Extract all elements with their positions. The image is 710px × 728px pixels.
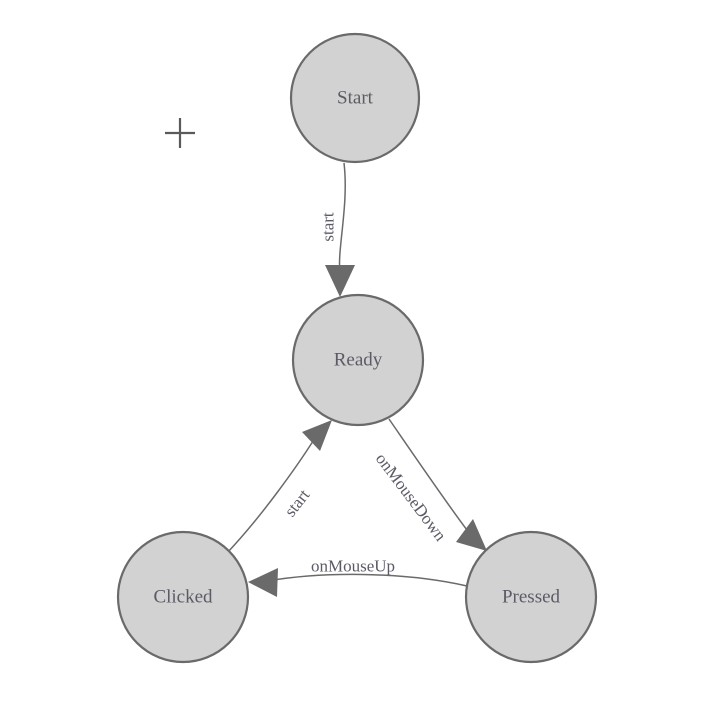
arrowhead-clicked-to-ready bbox=[302, 420, 332, 451]
node-circle-clicked[interactable] bbox=[116, 530, 250, 664]
edge-label-ready-to-pressed: onMouseDown bbox=[372, 449, 451, 545]
node-circle-ready[interactable] bbox=[291, 293, 425, 427]
edge-path-ready-to-pressed[interactable] bbox=[388, 418, 471, 535]
edge-label-start-to-ready: start bbox=[319, 212, 338, 242]
arrowhead-pressed-to-clicked bbox=[248, 568, 278, 597]
edge-pressed-to-clicked[interactable]: onMouseUp bbox=[248, 557, 468, 598]
node-circle-start[interactable] bbox=[289, 32, 421, 164]
arrowhead-start-to-ready bbox=[325, 265, 355, 297]
edge-start-to-ready[interactable]: start bbox=[319, 162, 356, 297]
node-ready[interactable]: Ready bbox=[291, 293, 425, 427]
edge-ready-to-pressed[interactable]: onMouseDown bbox=[372, 418, 487, 551]
node-clicked[interactable]: Clicked bbox=[116, 530, 250, 664]
edge-path-pressed-to-clicked[interactable] bbox=[267, 573, 468, 587]
node-start[interactable]: Start bbox=[289, 32, 421, 164]
node-label-clicked: Clicked bbox=[153, 587, 213, 608]
edge-label-clicked-to-ready: start bbox=[281, 485, 314, 520]
node-label-ready: Ready bbox=[334, 350, 383, 371]
edge-clicked-to-ready[interactable]: start bbox=[226, 420, 332, 554]
edge-path-start-to-ready[interactable] bbox=[338, 162, 346, 273]
arrowhead-ready-to-pressed bbox=[456, 519, 487, 551]
edge-path-clicked-to-ready[interactable] bbox=[226, 437, 316, 554]
node-pressed[interactable]: Pressed bbox=[464, 530, 598, 664]
node-label-pressed: Pressed bbox=[502, 587, 561, 608]
plus-marker[interactable] bbox=[165, 118, 195, 148]
edge-label-pressed-to-clicked: onMouseUp bbox=[311, 557, 395, 576]
node-circle-pressed[interactable] bbox=[464, 530, 598, 664]
node-label-start: Start bbox=[337, 88, 374, 109]
